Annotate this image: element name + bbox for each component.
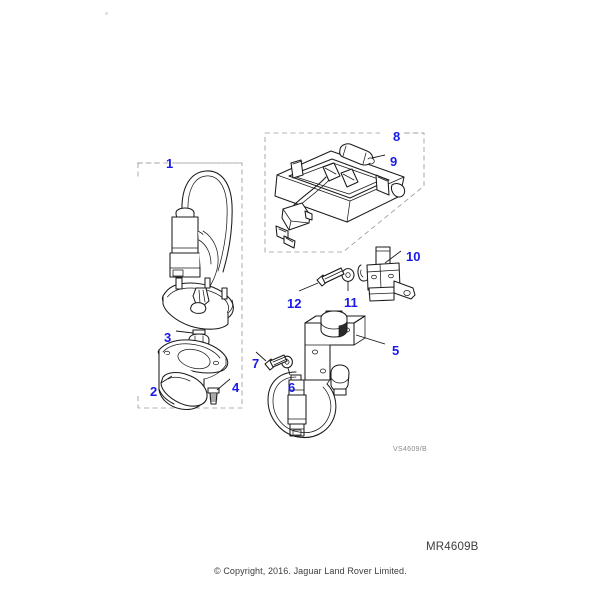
callout-4[interactable]: 4 [232,380,240,395]
group-8-dashed-enclosure [264,132,425,253]
item-5-pump-bracket-assembly [267,310,386,439]
callout-8[interactable]: 8 [393,129,401,144]
artifact-speck [105,12,108,15]
item-7-bolt [255,351,288,371]
part-number-label: MR4609B [426,541,479,553]
callout-10[interactable]: 10 [406,249,421,264]
callout-2[interactable]: 2 [150,384,158,399]
item-10-reversing-lamp-switch [357,246,416,302]
callout-3[interactable]: 3 [164,330,172,345]
item-9-festoon-bulb [339,143,386,166]
item-4-screw [207,378,231,405]
copyright-notice: © Copyright, 2016. Jaguar Land Rover Lim… [214,566,407,576]
callout-9[interactable]: 9 [390,154,398,169]
item-1-washer-pump-hose [161,170,234,330]
callout-6[interactable]: 6 [288,380,296,395]
callout-11[interactable]: 11 [344,295,358,310]
item-11-washer [341,268,355,291]
callout-12[interactable]: 12 [287,296,302,311]
item-8-number-plate-lamp [274,150,406,249]
callout-5[interactable]: 5 [392,343,400,358]
drawing-code-label: VS4609/B [393,446,427,453]
item-12-bolt [298,267,345,292]
callout-1[interactable]: 1 [166,156,174,171]
item-2-reservoir-body [157,339,229,410]
callout-7[interactable]: 7 [252,356,260,371]
